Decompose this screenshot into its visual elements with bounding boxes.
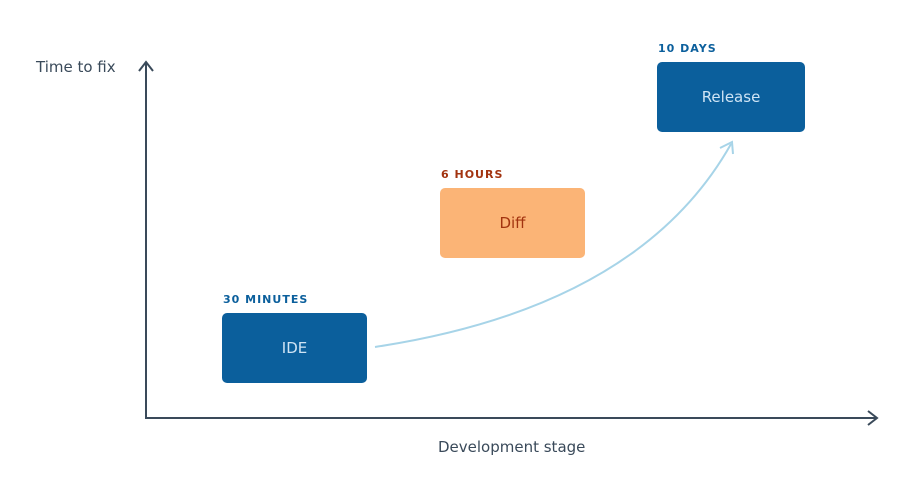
growth-curve <box>374 143 732 348</box>
time-label-ide: 30 MINUTES <box>223 293 309 306</box>
stage-label-ide: IDE <box>281 339 308 357</box>
x-axis-arrowhead <box>867 410 879 426</box>
stage-label-release: Release <box>701 88 761 106</box>
stage-box-ide: IDE <box>222 313 367 383</box>
growth-curve-arrowhead <box>719 140 734 155</box>
stage-box-release: Release <box>657 62 805 132</box>
time-label-release: 10 DAYS <box>658 42 717 55</box>
stage-label-diff: Diff <box>499 214 526 232</box>
y-axis-label: Time to fix <box>36 58 116 76</box>
time-label-diff: 6 HOURS <box>441 168 504 181</box>
y-axis-arrowhead <box>138 60 154 72</box>
x-axis-label: Development stage <box>438 438 586 456</box>
stage-box-diff: Diff <box>440 188 585 258</box>
